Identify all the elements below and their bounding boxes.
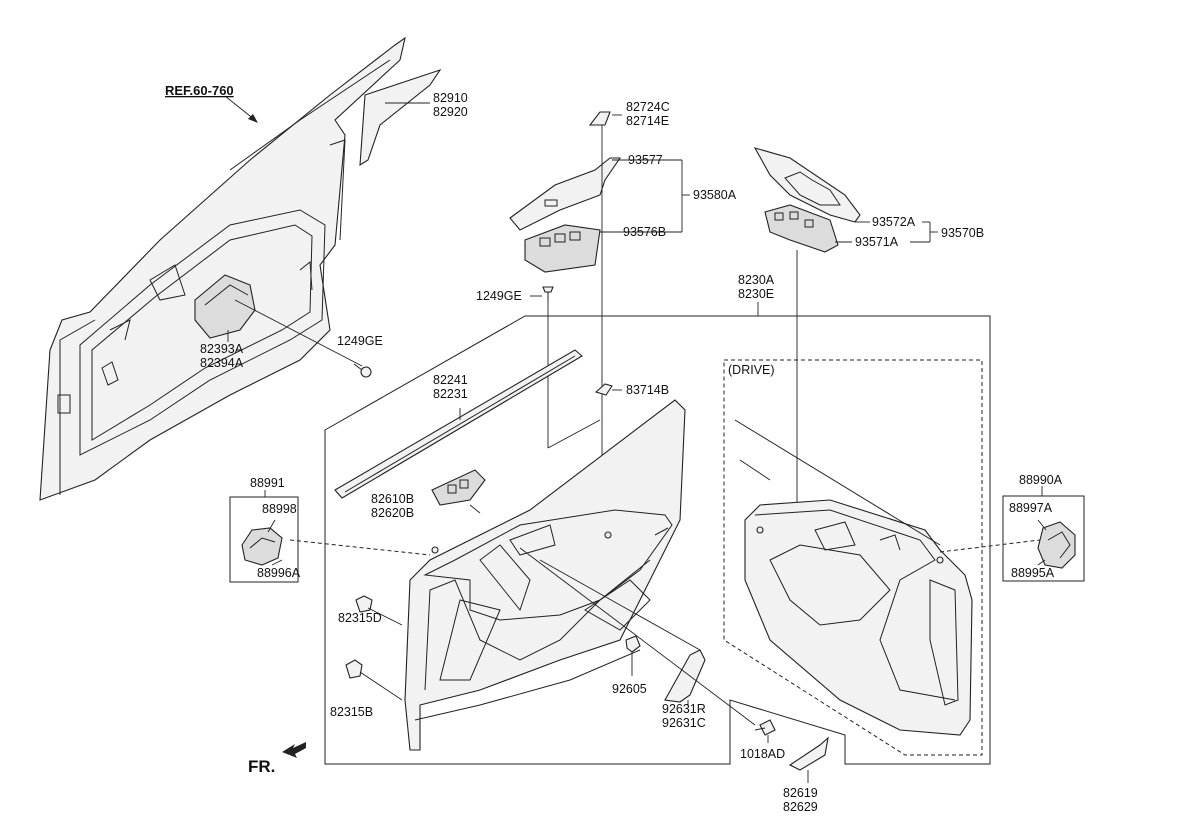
box-88991: [229, 490, 431, 583]
label-1249ge-side: 1249GE: [337, 334, 383, 348]
label-8230e: 8230E: [738, 287, 774, 301]
bracket-93570b: [910, 221, 938, 243]
door-shell: [39, 36, 442, 501]
switch-panel-93572a: [753, 147, 870, 223]
door-trim-passenger: [404, 399, 686, 751]
label-92631r: 92631R: [662, 702, 706, 716]
label-82610b: 82610B: [371, 492, 414, 506]
label-88990a: 88990A: [1019, 473, 1063, 487]
screw-top: [530, 286, 554, 302]
screw-side: [234, 299, 372, 378]
label-93580a: 93580A: [693, 188, 737, 202]
leader-1249ge-diag: [547, 419, 601, 449]
label-82629: 82629: [783, 800, 818, 814]
label-82394a: 82394A: [200, 356, 244, 370]
label-93570b: 93570B: [941, 226, 984, 240]
label-8230a: 8230A: [738, 273, 775, 287]
weatherstrip-82241: [334, 349, 583, 499]
clip-92605: [625, 635, 641, 676]
drive-variant: [723, 359, 983, 756]
clip-82315b: [345, 659, 403, 701]
label-82910: 82910: [433, 91, 468, 105]
assembly-outline: [324, 315, 991, 765]
label-88995a: 88995A: [1011, 566, 1055, 580]
clip-83714b: [594, 383, 622, 396]
label-92631c: 92631C: [662, 716, 706, 730]
switch-93571a: [764, 204, 852, 253]
label-82315b: 82315B: [330, 705, 373, 719]
label-fr: FR.: [248, 757, 275, 776]
label-82724c: 82724C: [626, 100, 670, 114]
label-82241: 82241: [433, 373, 468, 387]
label-82714e: 82714E: [626, 114, 669, 128]
label-82620b: 82620B: [371, 506, 414, 520]
label-83714b: 83714B: [626, 383, 669, 397]
label-88998: 88998: [262, 502, 297, 516]
label-93576b: 93576B: [623, 225, 666, 239]
trim-82619: [788, 736, 829, 783]
label-82315d: 82315D: [338, 611, 382, 625]
label-82231: 82231: [433, 387, 468, 401]
label-82393a: 82393A: [200, 342, 244, 356]
label-drive: (DRIVE): [728, 363, 775, 377]
handle-82610b: [431, 469, 486, 514]
label-88996a: 88996A: [257, 566, 301, 580]
label-82619: 82619: [783, 786, 818, 800]
label-93572a: 93572A: [872, 215, 916, 229]
label-88997a: 88997A: [1009, 501, 1053, 515]
front-arrow: [282, 742, 306, 758]
ref-arrow: [224, 95, 258, 123]
clip-82724c: [588, 111, 622, 126]
label-88991: 88991: [250, 476, 285, 490]
label-1018ad: 1018AD: [740, 747, 785, 761]
trim-92631r: [664, 649, 706, 706]
label-82920: 82920: [433, 105, 468, 119]
screw-1018ad: [754, 719, 776, 743]
leader-diagonal-92631: [539, 559, 701, 651]
clip-82315d: [355, 595, 403, 626]
label-93577: 93577: [628, 153, 663, 167]
label-93571a: 93571A: [855, 235, 899, 249]
box-88990a: [939, 486, 1085, 582]
label-1249ge-top: 1249GE: [476, 289, 522, 303]
switch-panel-93577: [509, 157, 690, 233]
leader-diagonal-1018ad: [519, 547, 756, 726]
window-motor: [194, 274, 256, 342]
label-92605: 92605: [612, 682, 647, 696]
switch-93576b: [524, 224, 601, 273]
label-ref: REF.60-760: [165, 83, 234, 98]
